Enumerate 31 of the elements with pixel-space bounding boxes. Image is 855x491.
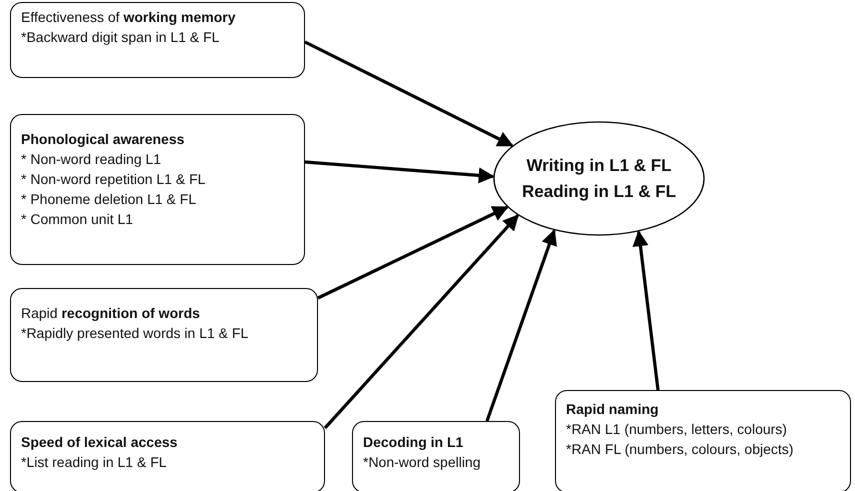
measure-text: *RAN L1 (numbers, letters, colours) <box>566 420 788 439</box>
outcome-text: Reading in L1 & FL <box>522 180 676 203</box>
measure-text: *RAN FL (numbers, colours, objects) <box>566 440 794 459</box>
arrow <box>486 229 557 422</box>
outcome-text: Writing in L1 & FL <box>526 154 672 177</box>
factor-box <box>10 114 305 265</box>
factor-heading: Effectiveness of working memory <box>21 8 236 27</box>
arrow <box>304 160 495 184</box>
arrow <box>317 206 509 300</box>
measure-text: *Rapidly presented words in L1 & FL <box>21 324 250 343</box>
outcome-ellipse <box>493 121 705 236</box>
factor-heading: Decoding in L1 <box>363 433 464 452</box>
arrow <box>632 230 660 390</box>
measure-text: * Common unit L1 <box>21 210 134 229</box>
factor-box <box>555 390 851 491</box>
factor-heading: Rapid naming <box>566 400 660 419</box>
factor-box <box>10 421 325 491</box>
factor-heading: Speed of lexical access <box>21 433 178 452</box>
measure-text: *Backward digit span in L1 & FL <box>21 28 220 47</box>
factor-box <box>10 288 318 382</box>
measure-text: * Phoneme deletion L1 & FL <box>21 190 198 209</box>
measure-text: *List reading in L1 & FL <box>21 453 168 472</box>
factor-heading: Rapid recognition of words <box>21 304 201 323</box>
factor-heading: Phonological awareness <box>21 130 186 149</box>
measure-text: * Non-word repetition L1 & FL <box>21 170 206 189</box>
arrow <box>304 40 514 147</box>
factor-box <box>352 421 520 491</box>
factor-box <box>10 2 305 78</box>
measure-text: * Non-word reading L1 <box>21 150 162 169</box>
arrow <box>324 214 519 430</box>
measure-text: *Non-word spelling <box>363 453 482 472</box>
